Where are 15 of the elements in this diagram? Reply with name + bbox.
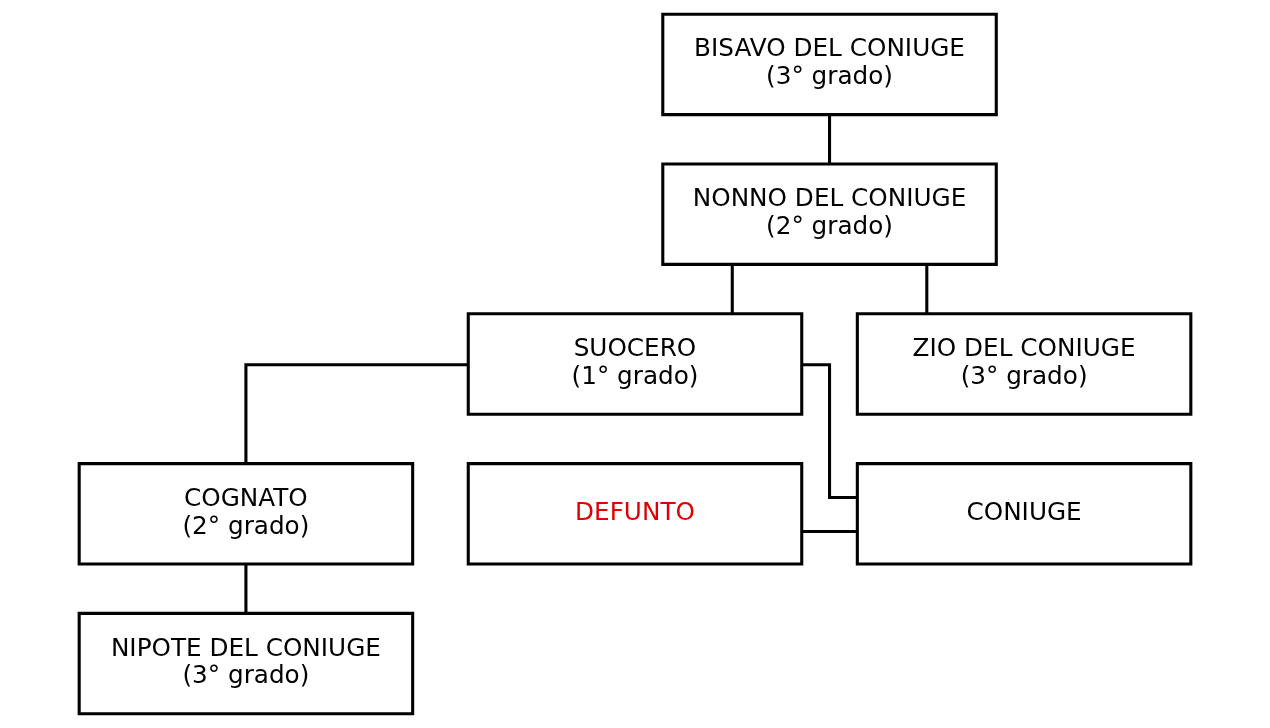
connector <box>244 564 248 614</box>
node-box: BISAVO DEL CONIUGE (3° grado) <box>661 12 998 117</box>
node-box: ZIO DEL CONIUGE (3° grado) <box>855 312 1193 416</box>
node-box: COGNATO (2° grado) <box>77 462 415 566</box>
connector <box>925 264 929 314</box>
connector <box>802 363 857 500</box>
connector <box>802 529 857 534</box>
node-box: NONNO DEL CONIUGE (2° grado) <box>661 162 998 266</box>
node-box: CONIUGE <box>855 462 1193 566</box>
connector <box>244 363 468 464</box>
connector <box>730 264 734 314</box>
node-box: NIPOTE DEL CONIUGE (3° grado) <box>77 611 415 716</box>
node-box: SUOCERO (1° grado) <box>466 312 804 416</box>
node-box: DEFUNTO <box>466 462 804 566</box>
connector <box>828 114 832 164</box>
